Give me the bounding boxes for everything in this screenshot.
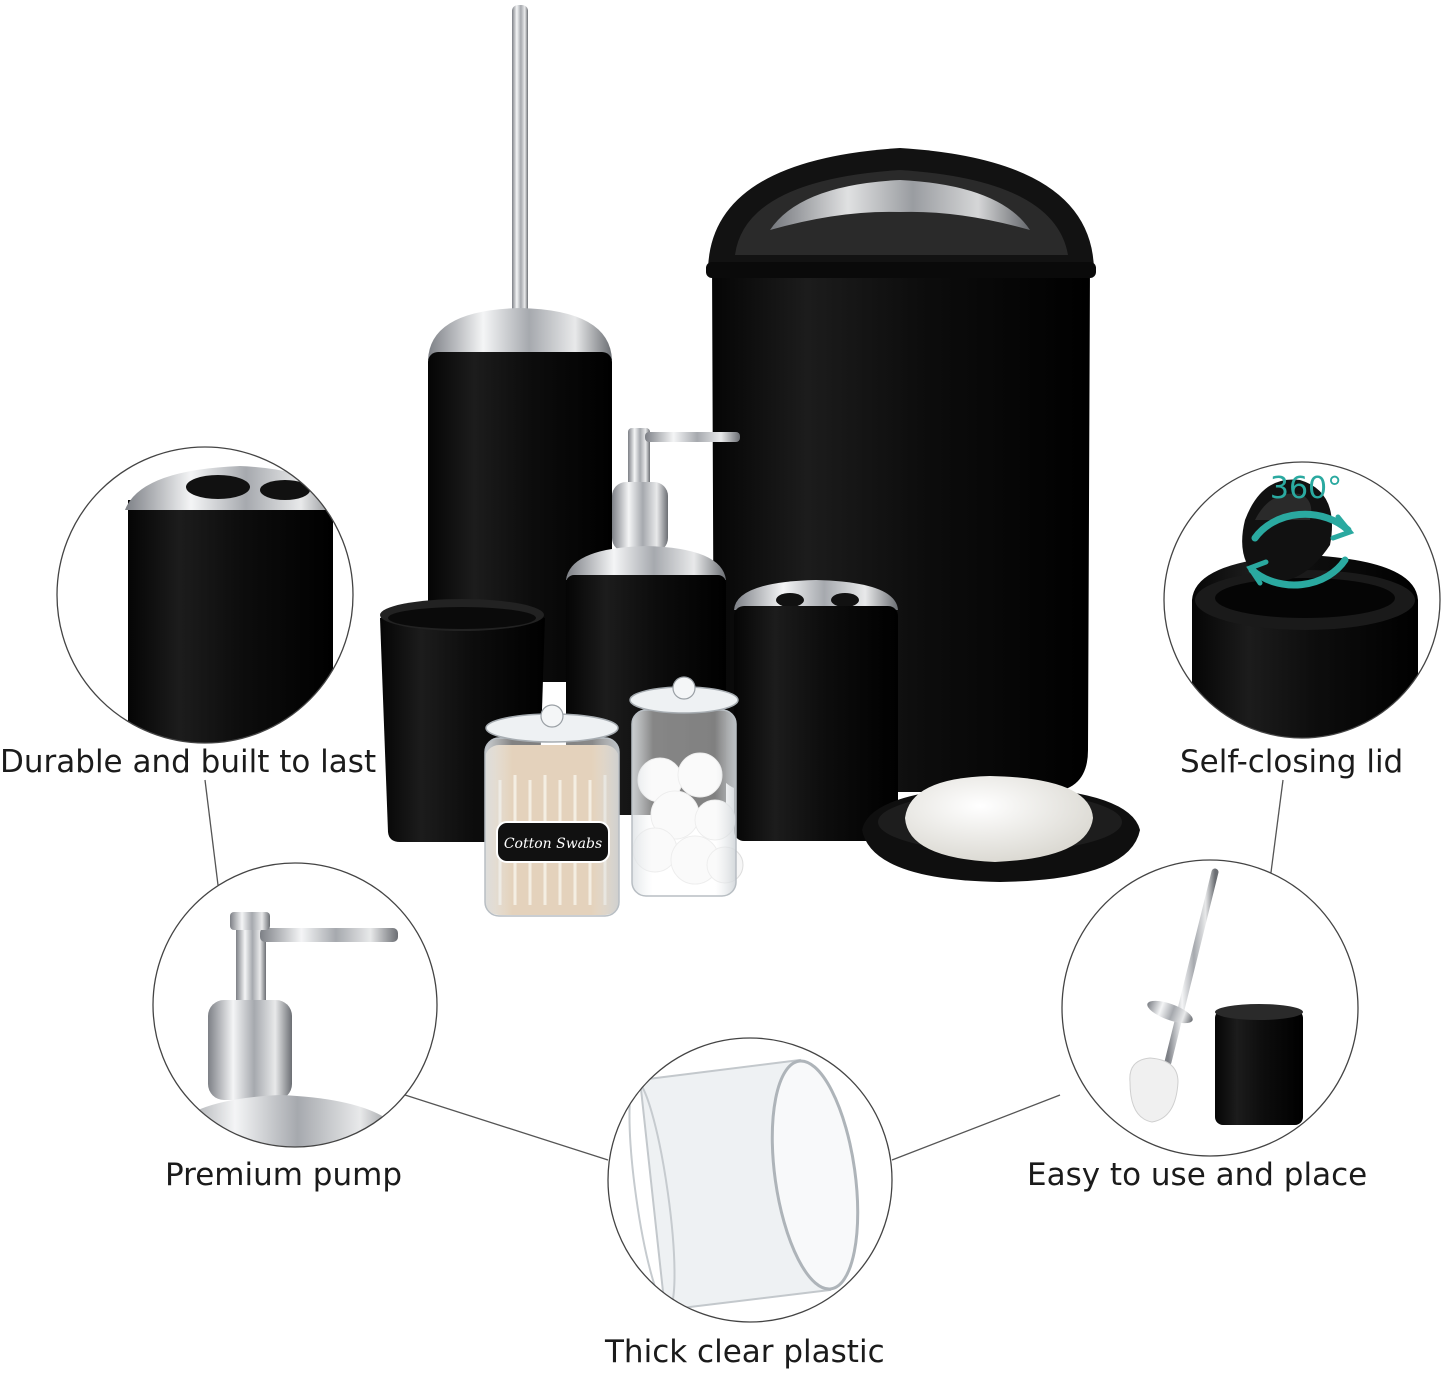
- jar-label: Cotton Swabs: [504, 836, 602, 852]
- caption-self-closing: Self-closing lid: [1180, 744, 1404, 780]
- cotton-ball-jar: [629, 676, 744, 897]
- caption-pump: Premium pump: [165, 1157, 402, 1193]
- detail-durable: [56, 446, 354, 744]
- caption-durable: Durable and built to last: [0, 744, 377, 780]
- detail-pump: [152, 862, 438, 1148]
- detail-self-closing: 360°: [1163, 461, 1441, 739]
- cotton-swab-jar: Cotton Swabs: [484, 704, 620, 917]
- detail-easy: [1061, 859, 1359, 1157]
- toothbrush-holder: [734, 580, 898, 841]
- rotation-badge: 360°: [1270, 471, 1342, 506]
- soap-dish: [862, 776, 1140, 882]
- connector-lines: [204, 779, 1284, 1161]
- detail-thick: [607, 1037, 893, 1323]
- caption-thick: Thick clear plastic: [605, 1334, 885, 1370]
- caption-easy: Easy to use and place: [1027, 1157, 1368, 1193]
- rotation-arrow-icon: [1246, 510, 1355, 589]
